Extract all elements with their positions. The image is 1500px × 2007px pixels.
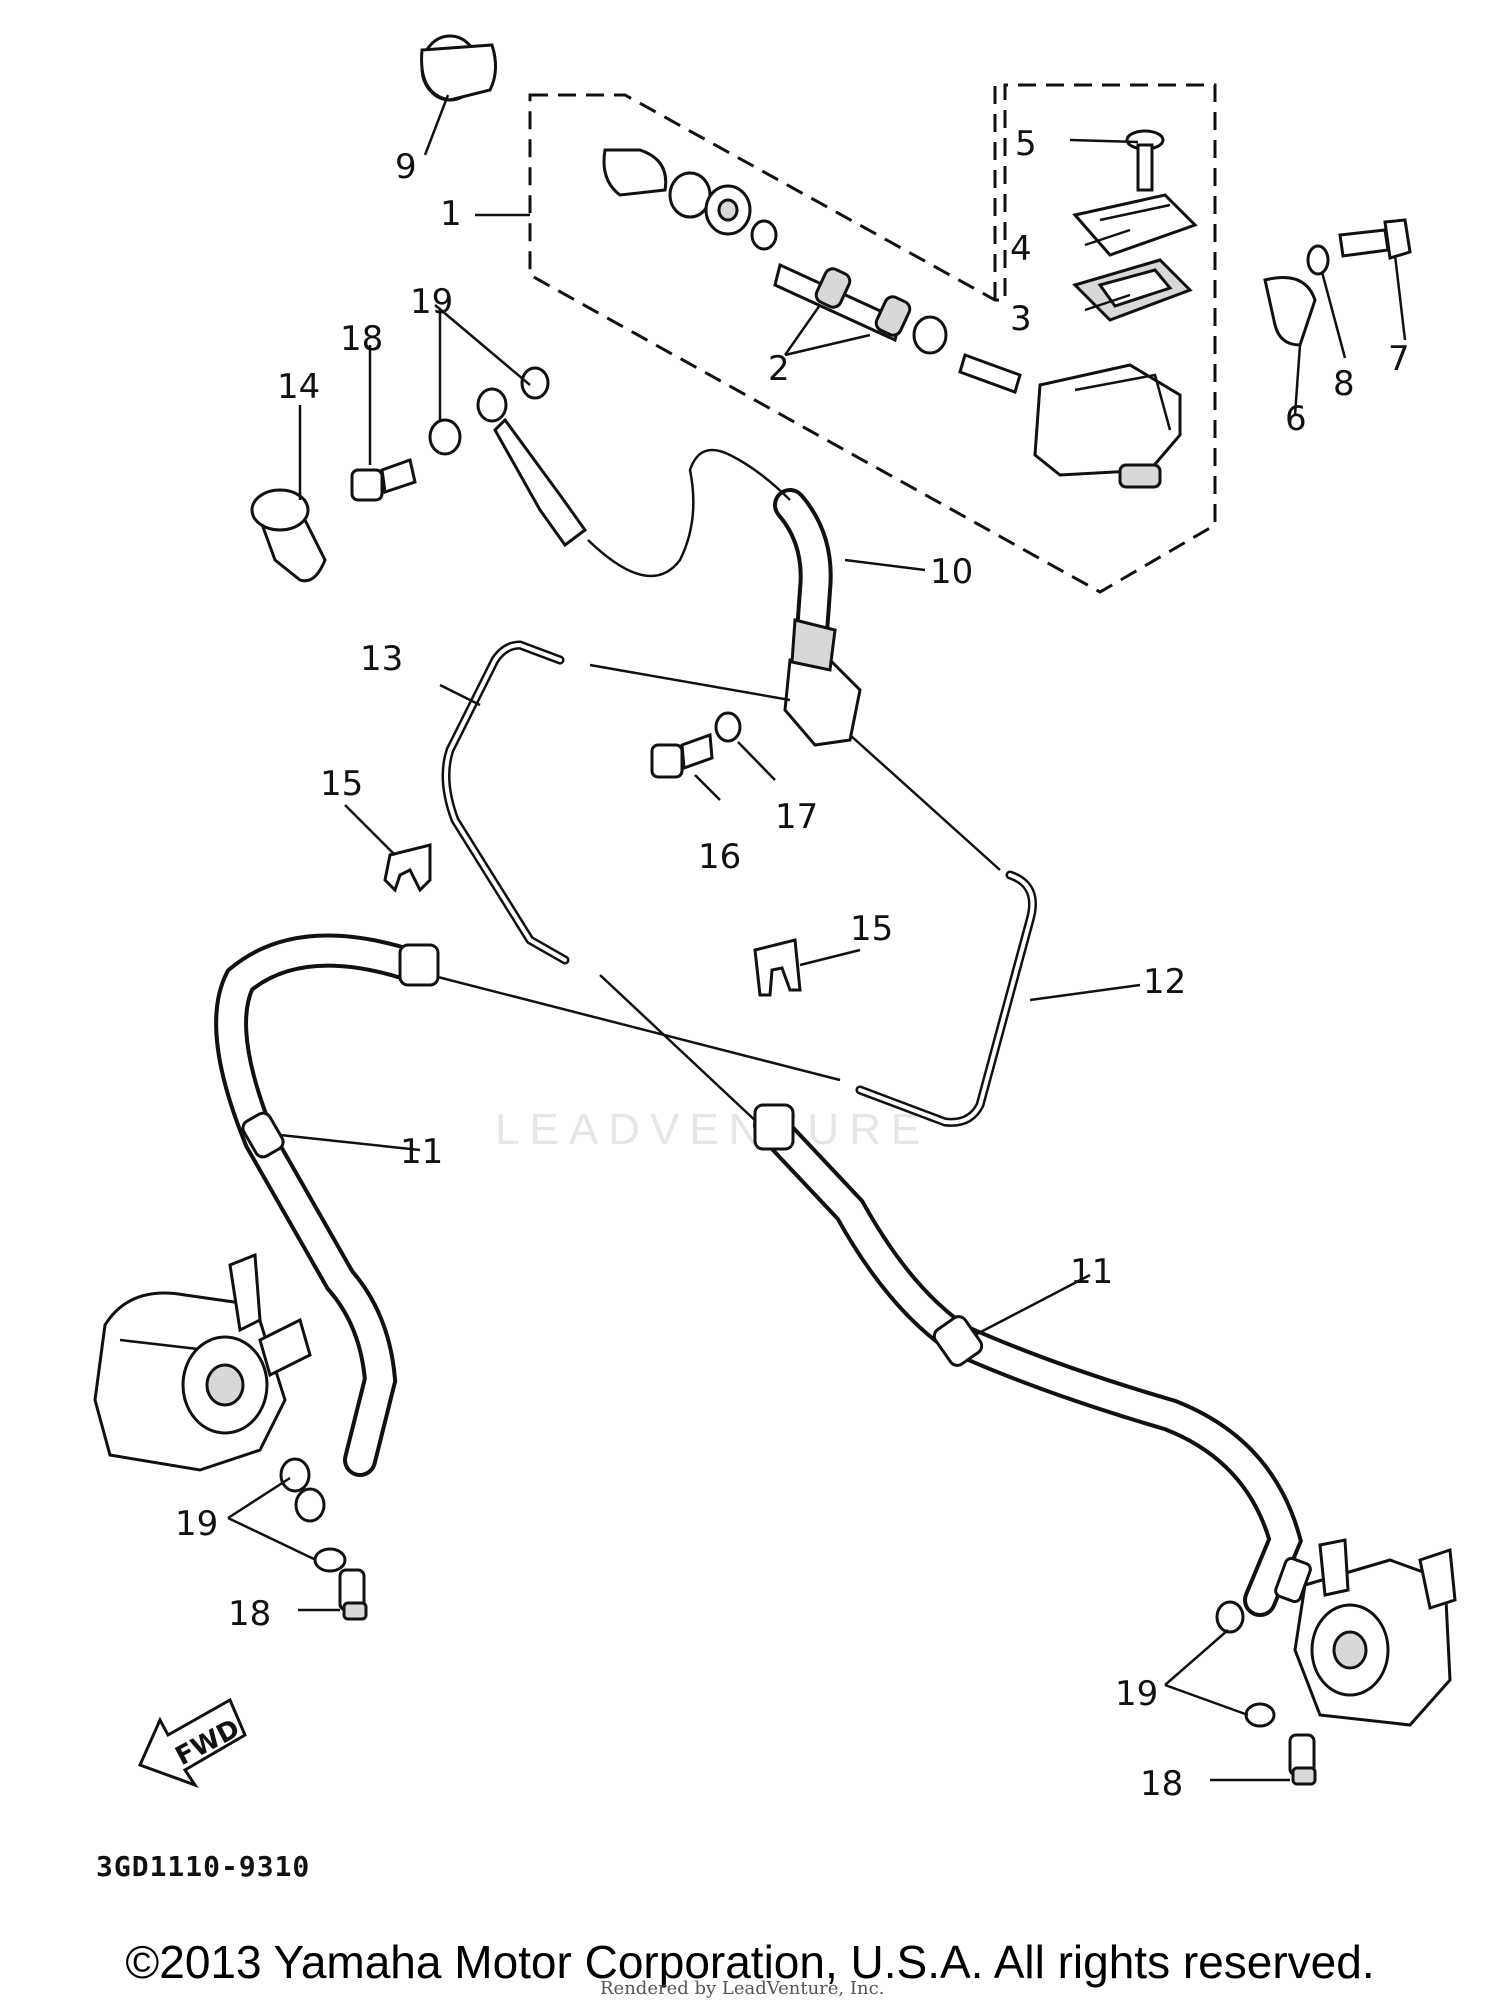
part-19-washer-upper-b bbox=[520, 366, 550, 400]
callout-19-right: 19 bbox=[1115, 1674, 1158, 1714]
callout-18-left: 18 bbox=[228, 1594, 271, 1634]
part-14-cover bbox=[250, 488, 327, 583]
copyright-notice: ©2013 Yamaha Motor Corporation, U.S.A. A… bbox=[125, 1936, 1375, 1988]
part-12-brake-pipe bbox=[855, 870, 1037, 1127]
part-3-diaphragm bbox=[1072, 258, 1193, 322]
master-cylinder-kit-outline bbox=[528, 83, 1217, 594]
fwd-arrow: FWD bbox=[137, 1697, 247, 1788]
part-19-washer-left-a bbox=[279, 1457, 311, 1493]
part-16-bolt bbox=[650, 732, 714, 779]
callout-11-right: 11 bbox=[1070, 1252, 1113, 1292]
part-1-piston-kit bbox=[602, 148, 778, 251]
part-5-screw bbox=[1125, 129, 1165, 192]
callout-13: 13 bbox=[360, 639, 403, 679]
leader-line-b bbox=[849, 734, 1001, 871]
callout-11-left: 11 bbox=[400, 1132, 443, 1172]
part-6-clamp bbox=[1263, 276, 1317, 347]
callout-18-upper: 18 bbox=[340, 319, 383, 359]
callout-7: 7 bbox=[1388, 339, 1410, 379]
part-19-washer-right-a bbox=[1215, 1600, 1245, 1634]
callout-9: 9 bbox=[395, 147, 417, 187]
drawing-code: 3GD1110-9310 bbox=[96, 1850, 311, 1883]
three-way-joint bbox=[783, 618, 862, 747]
callout-15-left: 15 bbox=[320, 764, 363, 804]
part-11-brake-hose-left bbox=[214, 933, 440, 1523]
caliper-left bbox=[93, 1252, 312, 1472]
master-cylinder-body bbox=[1033, 363, 1182, 489]
leader-line-d bbox=[429, 973, 841, 1082]
part-11-brake-hose-right bbox=[753, 1103, 1312, 1617]
part-15-clip-left bbox=[383, 843, 432, 893]
part-18-union-bolt-upper bbox=[350, 458, 417, 502]
banjo-fitting-upper bbox=[476, 387, 588, 548]
part-19-washer-upper-a bbox=[428, 418, 462, 456]
callout-6: 6 bbox=[1285, 399, 1307, 439]
part-15-clip-right bbox=[753, 938, 802, 997]
rendered-by-notice: Rendered by LeadVenture, Inc. bbox=[600, 1978, 885, 1999]
leader-line-c bbox=[599, 974, 761, 1126]
callout-8: 8 bbox=[1333, 364, 1355, 404]
watermark-text: LEADVENTURE bbox=[495, 1105, 931, 1154]
part-4-cap bbox=[1072, 193, 1198, 257]
part-18-union-bolt-right bbox=[1288, 1733, 1317, 1786]
callout-4: 4 bbox=[1010, 229, 1032, 269]
callout-18-right: 18 bbox=[1140, 1764, 1183, 1804]
callout-3: 3 bbox=[1010, 299, 1032, 339]
callout-1: 1 bbox=[440, 194, 462, 234]
callout-15-right: 15 bbox=[850, 909, 893, 949]
part-13-brake-pipe bbox=[441, 640, 570, 965]
part-17-washer bbox=[714, 711, 742, 743]
callout-leaders bbox=[227, 94, 1407, 1782]
callout-17: 17 bbox=[775, 797, 818, 837]
callout-5: 5 bbox=[1015, 124, 1037, 164]
callout-16: 16 bbox=[698, 837, 741, 877]
hose-leader-curve bbox=[587, 448, 791, 578]
part-19-washer-right-b bbox=[1244, 1702, 1276, 1728]
part-10-brake-hose bbox=[773, 488, 833, 677]
part-18-union-bolt-left bbox=[338, 1568, 368, 1621]
callout-19-upper: 19 bbox=[410, 282, 453, 322]
callout-10: 10 bbox=[930, 552, 973, 592]
caliper-right bbox=[1293, 1538, 1457, 1727]
callout-2: 2 bbox=[768, 349, 790, 389]
leader-line-a bbox=[589, 663, 791, 702]
part-9-boot bbox=[420, 34, 497, 102]
callout-12: 12 bbox=[1143, 962, 1186, 1002]
callout-19-left: 19 bbox=[175, 1504, 218, 1544]
callout-14: 14 bbox=[277, 367, 320, 407]
part-2-piston bbox=[773, 262, 948, 355]
part-8-washer bbox=[1306, 244, 1330, 276]
part-19-washer-left-b bbox=[313, 1547, 347, 1573]
part-2-spring bbox=[958, 353, 1022, 394]
part-7-bolt bbox=[1338, 218, 1412, 260]
